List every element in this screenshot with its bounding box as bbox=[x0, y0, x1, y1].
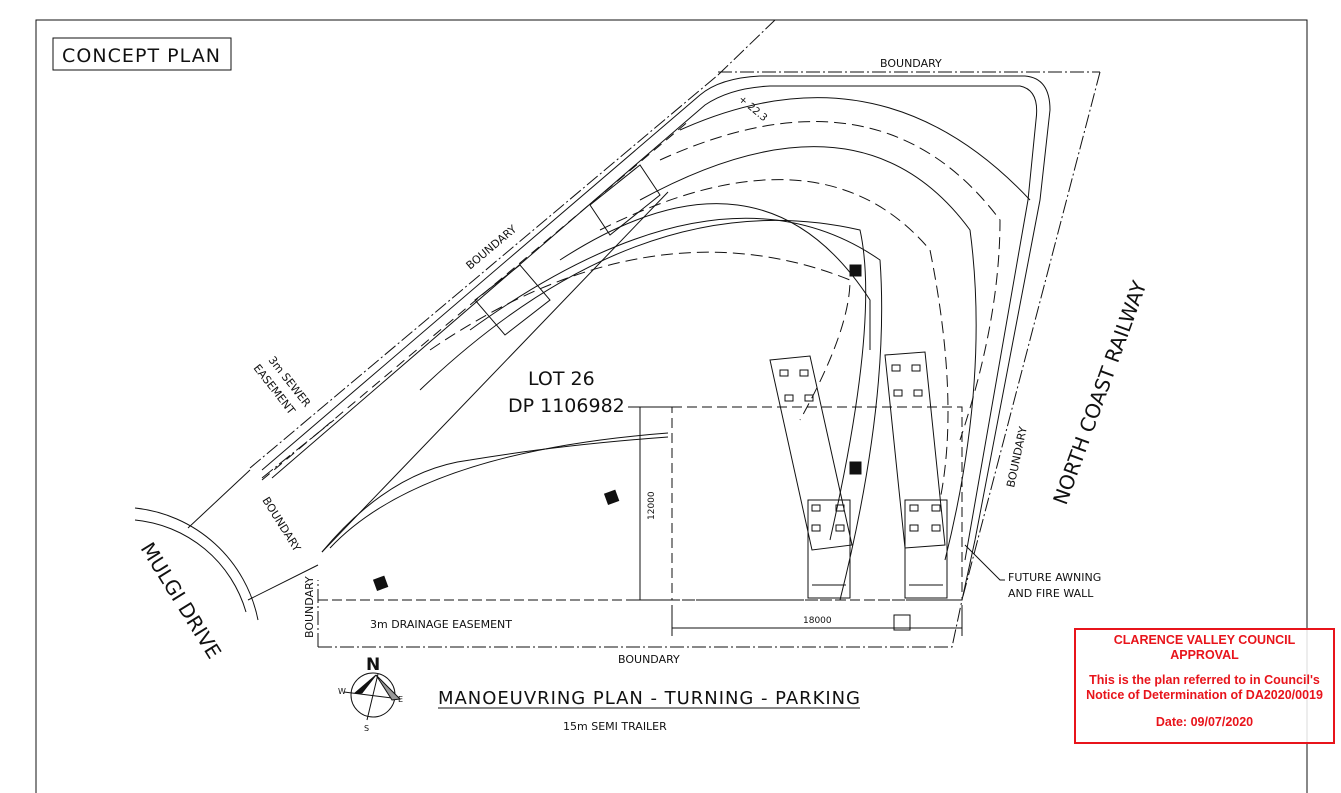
mulgi-drive-road bbox=[134, 469, 319, 621]
sewer-easement-line bbox=[261, 119, 691, 481]
approval-line-3: This is the plan referred to in Council'… bbox=[1089, 673, 1320, 687]
railway-label: NORTH COAST RAILWAY bbox=[1048, 277, 1152, 508]
driveway-edge bbox=[261, 75, 1051, 601]
boundary-label-right: BOUNDARY bbox=[1004, 425, 1030, 488]
lot-label: LOT 26 bbox=[528, 368, 595, 390]
boundary-label-bottom: BOUNDARY bbox=[618, 653, 680, 666]
level-label: + 22.3 bbox=[736, 94, 769, 124]
approval-line-4: Notice of Determination of DA2020/0019 bbox=[1086, 688, 1323, 702]
concept-plan-title: CONCEPT PLAN bbox=[62, 45, 220, 67]
site-markers bbox=[372, 264, 862, 591]
approval-line-1: CLARENCE VALLEY COUNCIL bbox=[1113, 633, 1296, 647]
dimension-lines bbox=[628, 406, 963, 636]
awning-label-2: AND FIRE WALL bbox=[1008, 587, 1094, 600]
dimension-width: 18000 bbox=[803, 616, 832, 626]
drainage-easement-label: 3m DRAINAGE EASEMENT bbox=[370, 618, 512, 631]
plan-subtitle: 15m SEMI TRAILER bbox=[563, 720, 667, 733]
approval-date: Date: 09/07/2020 bbox=[1155, 715, 1254, 729]
approval-line-2: APPROVAL bbox=[1170, 648, 1239, 662]
plan-title: MANOEUVRING PLAN - TURNING - PARKING bbox=[438, 688, 860, 709]
compass-w: W bbox=[338, 687, 346, 696]
parked-truck-2 bbox=[884, 351, 948, 599]
north-arrow-icon bbox=[343, 672, 402, 721]
awning-leader bbox=[964, 544, 1005, 581]
boundary-label-top: BOUNDARY bbox=[880, 57, 942, 70]
parked-truck-1 bbox=[769, 355, 853, 599]
dp-label: DP 1106982 bbox=[508, 395, 625, 417]
council-approval-stamp: CLARENCE VALLEY COUNCIL APPROVAL This is… bbox=[1074, 628, 1335, 744]
compass-n: N bbox=[366, 655, 380, 675]
dimension-depth: 12000 bbox=[647, 491, 657, 520]
boundary-label-left: BOUNDARY bbox=[303, 576, 316, 638]
compass-s: S bbox=[364, 724, 369, 733]
turning-paths bbox=[419, 97, 1031, 601]
sheet-frame bbox=[35, 19, 1308, 793]
building-footprint bbox=[671, 406, 963, 601]
boundary-label-sw: BOUNDARY bbox=[259, 495, 303, 554]
compass-e: E bbox=[398, 695, 403, 704]
site-boundary bbox=[249, 19, 1101, 648]
awning-label-1: FUTURE AWNING bbox=[1008, 571, 1101, 584]
concept-plan-box bbox=[52, 37, 232, 71]
truck-on-driveway bbox=[474, 164, 661, 336]
